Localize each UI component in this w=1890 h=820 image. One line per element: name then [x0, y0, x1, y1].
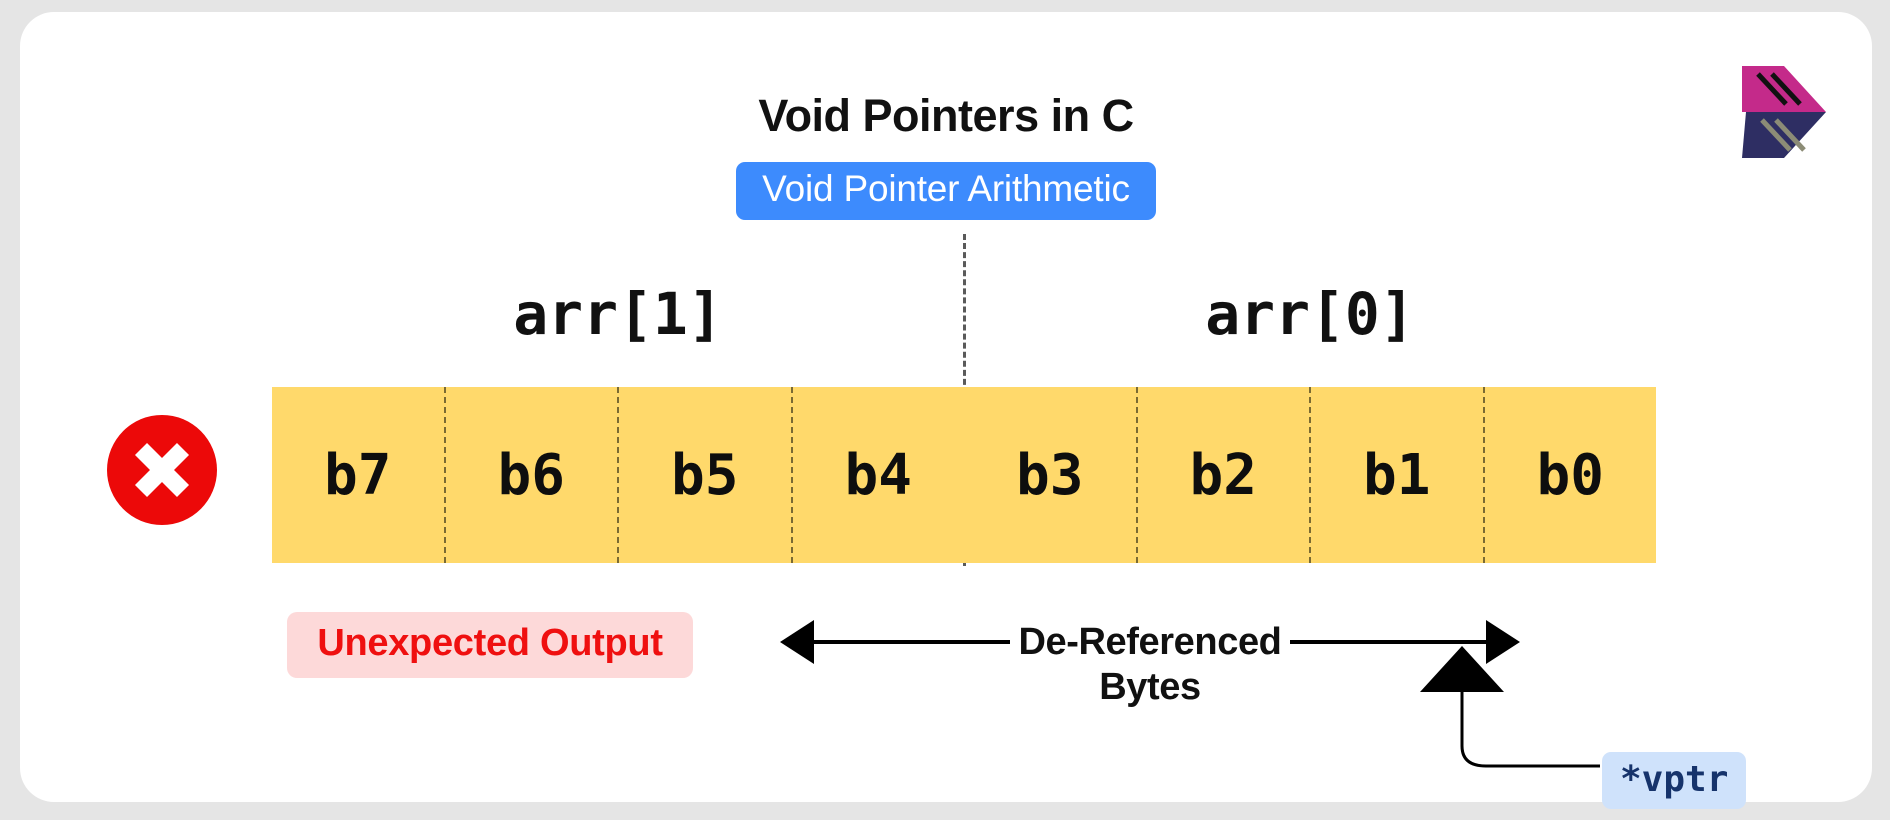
page-title: Void Pointers in C	[758, 90, 1134, 141]
deref-caption: De-Referenced Bytes	[900, 620, 1400, 710]
deref-caption-line1: De-Referenced	[1010, 620, 1290, 665]
error-x-circle-icon	[104, 412, 220, 528]
brand-chevron-logo-icon	[1740, 66, 1826, 158]
array-label-arr0: arr[0]	[1205, 280, 1415, 348]
vptr-up-triangle	[1420, 646, 1504, 692]
byte-cell-b5: b5	[619, 387, 793, 563]
byte-cell-b7: b7	[272, 387, 446, 563]
byte-cell-b0: b0	[1484, 387, 1656, 563]
unexpected-output-badge: Unexpected Output	[287, 612, 693, 678]
byte-cell-b6: b6	[445, 387, 619, 563]
subtitle-badge: Void Pointer Arithmetic	[736, 162, 1156, 220]
byte-cell-b3: b3	[964, 387, 1138, 563]
deref-caption-line2: Bytes	[1099, 665, 1201, 708]
unexpected-output-container: Unexpected Output	[210, 612, 770, 678]
slide-card: Void Pointers in C Void Pointer Arithmet…	[20, 12, 1872, 809]
subtitle-container: Void Pointer Arithmetic	[20, 162, 1872, 220]
byte-cell-b1: b1	[1311, 387, 1485, 563]
vptr-label: *vptr	[1602, 752, 1747, 809]
byte-array: b7 b6 b5 b4 b3 b2 b1 b0	[272, 387, 1656, 563]
vptr-label-container: *vptr	[1602, 752, 1747, 809]
byte-cell-b2: b2	[1137, 387, 1311, 563]
vptr-pointer-connector	[1420, 642, 1680, 787]
array-label-arr1: arr[1]	[513, 280, 723, 348]
byte-cell-b4: b4	[792, 387, 964, 563]
